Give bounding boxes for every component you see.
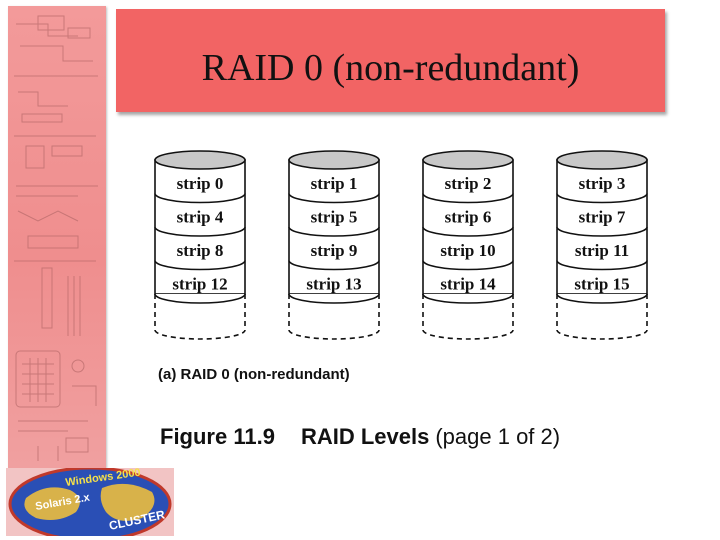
- sidebar-decoration: [8, 6, 106, 468]
- cluster-globe-logo: Windows 2000 Solaris 2.x CLUSTER: [6, 468, 174, 536]
- strip-label: strip 6: [445, 208, 492, 227]
- disk-top-cap: [422, 150, 514, 170]
- disk-top-cap: [154, 150, 246, 170]
- sidebar-schematic-image: [14, 15, 98, 461]
- strip-label: strip 11: [575, 241, 629, 260]
- strip-label: strip 9: [311, 241, 358, 260]
- strip-separator: [422, 226, 514, 237]
- strip-label: strip 4: [177, 208, 224, 227]
- disk-2: strip 2 strip 6 strip 10 strip 14: [422, 150, 514, 340]
- strip-label: strip 1: [311, 174, 358, 193]
- strip-separator: [288, 293, 380, 304]
- strip-separator: [556, 193, 648, 204]
- strip-label: strip 7: [579, 208, 626, 227]
- disk-dashed-bottom: [288, 329, 380, 340]
- slide-title: RAID 0 (non-redundant): [201, 47, 580, 89]
- strip-separator: [556, 260, 648, 271]
- strip-label: strip 8: [177, 241, 224, 260]
- globe-logo-image: Windows 2000 Solaris 2.x CLUSTER: [6, 468, 174, 536]
- disk-dashed-bottom: [154, 329, 246, 340]
- strip-label: strip 5: [311, 208, 358, 227]
- figure-subcaption: (a) RAID 0 (non-redundant): [158, 366, 350, 383]
- strip-label: strip 10: [440, 241, 495, 260]
- disk-3: strip 3 strip 7 strip 11 strip 15: [556, 150, 648, 340]
- disk-dashed-sides: [422, 294, 514, 330]
- disk-dashed-bottom: [556, 329, 648, 340]
- strip-label: strip 2: [445, 174, 492, 193]
- strip-separator: [154, 226, 246, 237]
- strip-separator: [422, 193, 514, 204]
- disk-dashed-sides: [288, 294, 380, 330]
- figure-caption: Figure 11.9 RAID Levels(page 1 of 2): [160, 424, 560, 450]
- disk-1: strip 1 strip 5 strip 9 strip 13: [288, 150, 380, 340]
- strip-separator: [154, 260, 246, 271]
- disk-dashed-sides: [154, 294, 246, 330]
- strip-separator: [288, 260, 380, 271]
- figure-number: Figure 11.9: [160, 424, 275, 449]
- disk-top-cap: [288, 150, 380, 170]
- strip-label: strip 13: [306, 275, 361, 294]
- figure-page: (page 1 of 2): [435, 424, 561, 449]
- figure-title: RAID Levels: [300, 424, 430, 449]
- strip-separator: [288, 226, 380, 237]
- strip-separator: [288, 193, 380, 204]
- disk-0: strip 0 strip 4 strip 8 strip 12: [154, 150, 246, 340]
- strip-separator: [422, 293, 514, 304]
- disk-dashed-bottom: [422, 329, 514, 340]
- strip-separator: [154, 193, 246, 204]
- strip-separator: [154, 293, 246, 304]
- disk-top-cap: [556, 150, 648, 170]
- strip-separator: [556, 226, 648, 237]
- disk-dashed-sides: [556, 294, 648, 330]
- strip-label: strip 15: [574, 275, 629, 294]
- strip-label: strip 0: [177, 174, 224, 193]
- strip-separator: [556, 293, 648, 304]
- strip-label: strip 12: [172, 275, 227, 294]
- strip-separator: [422, 260, 514, 271]
- strip-label: strip 14: [440, 275, 496, 294]
- title-banner: RAID 0 (non-redundant): [116, 9, 665, 112]
- strip-label: strip 3: [579, 174, 626, 193]
